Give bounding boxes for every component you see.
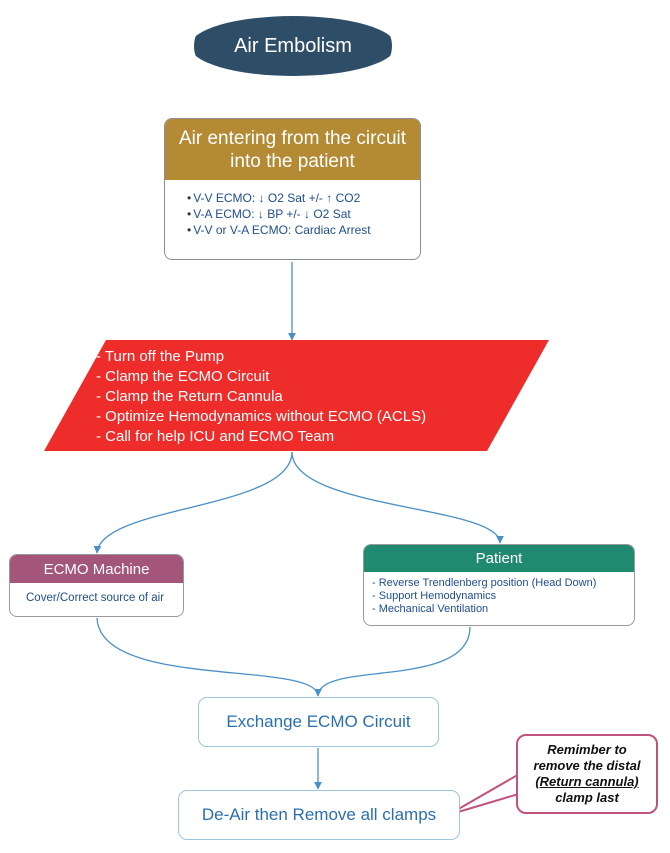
ecmo-machine-body: Cover/Correct source of air	[26, 592, 165, 604]
deair-node: De-Air then Remove all clamps	[178, 790, 460, 840]
patient-item: - Support Hemodynamics	[372, 590, 497, 602]
exchange-circuit-node: Exchange ECMO Circuit	[198, 697, 439, 747]
action-item: - Call for help ICU and ECMO Team	[96, 428, 335, 445]
reminder-line: remove the distal	[533, 758, 641, 773]
deair-text: De-Air then Remove all clamps	[201, 805, 437, 824]
connector-actions-to-machine	[93, 451, 293, 554]
entry-item: V-V ECMO: ↓ O2 Sat +/- ↑ CO2	[187, 190, 420, 206]
patient-item: - Mechanical Ventilation	[372, 603, 489, 615]
reminder-line: Remimber to	[547, 742, 627, 757]
title-node: Air Embolism	[194, 16, 392, 76]
exchange-circuit-text: Exchange ECMO Circuit	[226, 712, 411, 731]
entry-card-header: Air entering from the circuit into the p…	[165, 119, 420, 180]
connector-machine-to-exchange	[96, 617, 322, 697]
entry-item: V-A ECMO: ↓ BP +/- ↓ O2 Sat	[187, 206, 420, 222]
reminder-line: clamp last	[555, 790, 619, 805]
actions-parallelogram: - Turn off the Pump - Clamp the ECMO Cir…	[44, 340, 549, 451]
action-item: - Clamp the Return Cannula	[96, 388, 283, 405]
actions-list: - Turn off the Pump - Clamp the ECMO Cir…	[96, 347, 426, 447]
patient-card: Patient - Reverse Trendlenberg position …	[363, 544, 635, 626]
title-text: Air Embolism	[234, 34, 352, 57]
patient-list: - Reverse Trendlenberg position (Head Do…	[364, 572, 634, 616]
action-item: - Turn off the Pump	[96, 348, 225, 365]
entry-card-list: V-V ECMO: ↓ O2 Sat +/- ↑ CO2 V-A ECMO: ↓…	[165, 180, 420, 238]
entry-card: Air entering from the circuit into the p…	[164, 118, 421, 260]
ecmo-machine-card: ECMO Machine Cover/Correct source of air	[9, 554, 184, 617]
connector-actions-to-patient	[291, 451, 504, 544]
patient-item: - Reverse Trendlenberg position (Head Do…	[372, 577, 597, 589]
reminder-callout: Remimber to remove the distal (Return ca…	[516, 734, 658, 814]
entry-item: V-V or V-A ECMO: Cardiac Arrest	[187, 222, 420, 238]
ecmo-machine-header: ECMO Machine	[10, 555, 183, 583]
patient-header: Patient	[364, 545, 634, 572]
reminder-line: (Return cannula)	[535, 774, 639, 789]
action-item: - Clamp the ECMO Circuit	[96, 368, 270, 385]
connector-patient-to-exchange	[317, 626, 471, 697]
action-item: - Optimize Hemodynamics without ECMO (AC…	[96, 408, 427, 425]
